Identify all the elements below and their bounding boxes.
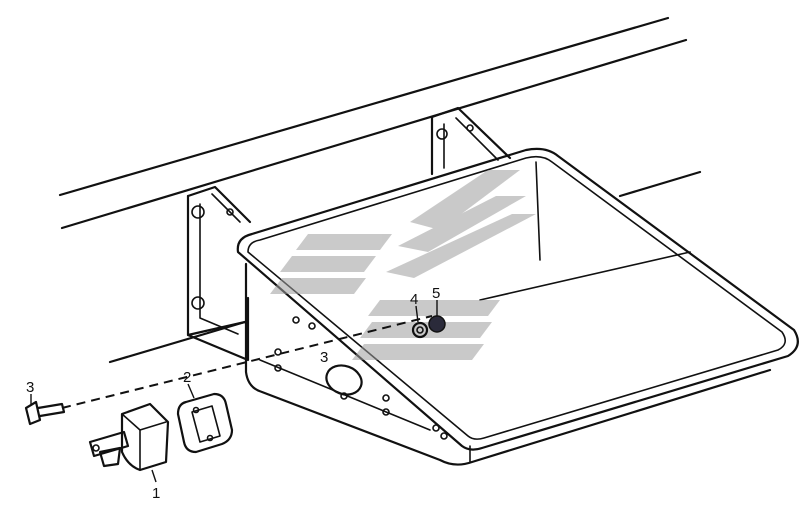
gasket-part-2: [176, 392, 234, 454]
frame-rail: [58, 16, 702, 364]
callout-part-3b: 3: [320, 349, 328, 366]
callout-part-2: 2: [183, 369, 191, 386]
nut-part-5: [428, 315, 446, 333]
right-bracket: [430, 106, 512, 176]
assembly-axis: [61, 315, 433, 409]
callout-part-4: 4: [410, 291, 418, 308]
washer-part-4: [411, 321, 429, 339]
callout-labels: 3 2 1 3 4 5: [26, 285, 440, 502]
battery-tray: [236, 147, 799, 466]
switch-part-1: [88, 402, 170, 472]
callout-part-3: 3: [26, 379, 34, 396]
callout-part-1: 1: [152, 485, 160, 502]
watermark-logo: [270, 170, 536, 360]
left-bracket: [186, 185, 252, 362]
bolt-part-3: [24, 400, 66, 426]
callout-leaders: [30, 300, 438, 483]
callout-part-5: 5: [432, 285, 440, 302]
